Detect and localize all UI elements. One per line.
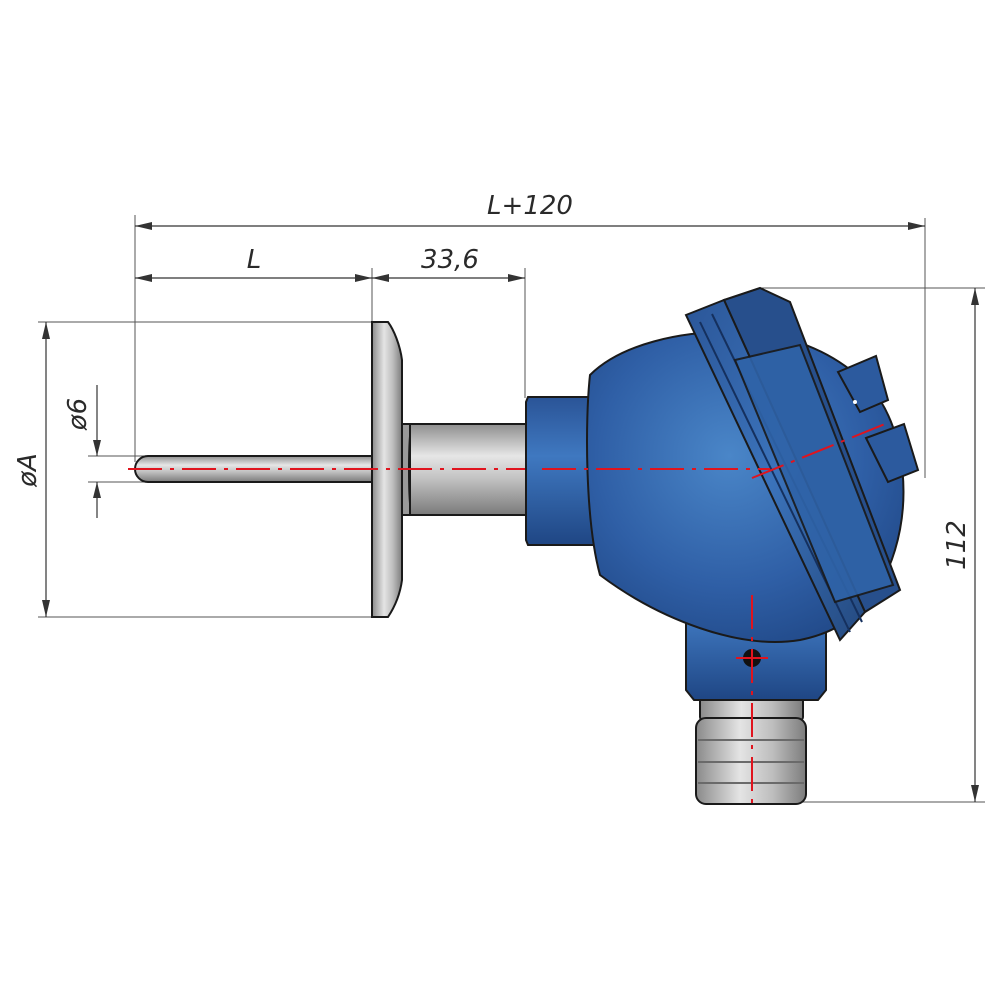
dim-label-immersion: L: [247, 245, 262, 275]
connection-head-lid: [684, 286, 920, 642]
center-lines: [128, 423, 886, 805]
dim-label-neck: 33,6: [421, 245, 479, 275]
dim-label-probe-diameter: ø6: [63, 398, 93, 431]
dim-label-head-height: 112: [942, 520, 972, 570]
dim-label-overall: L+120: [487, 191, 573, 221]
dimension-lines: [38, 215, 985, 803]
dim-label-flange-diameter: øA: [13, 453, 43, 488]
